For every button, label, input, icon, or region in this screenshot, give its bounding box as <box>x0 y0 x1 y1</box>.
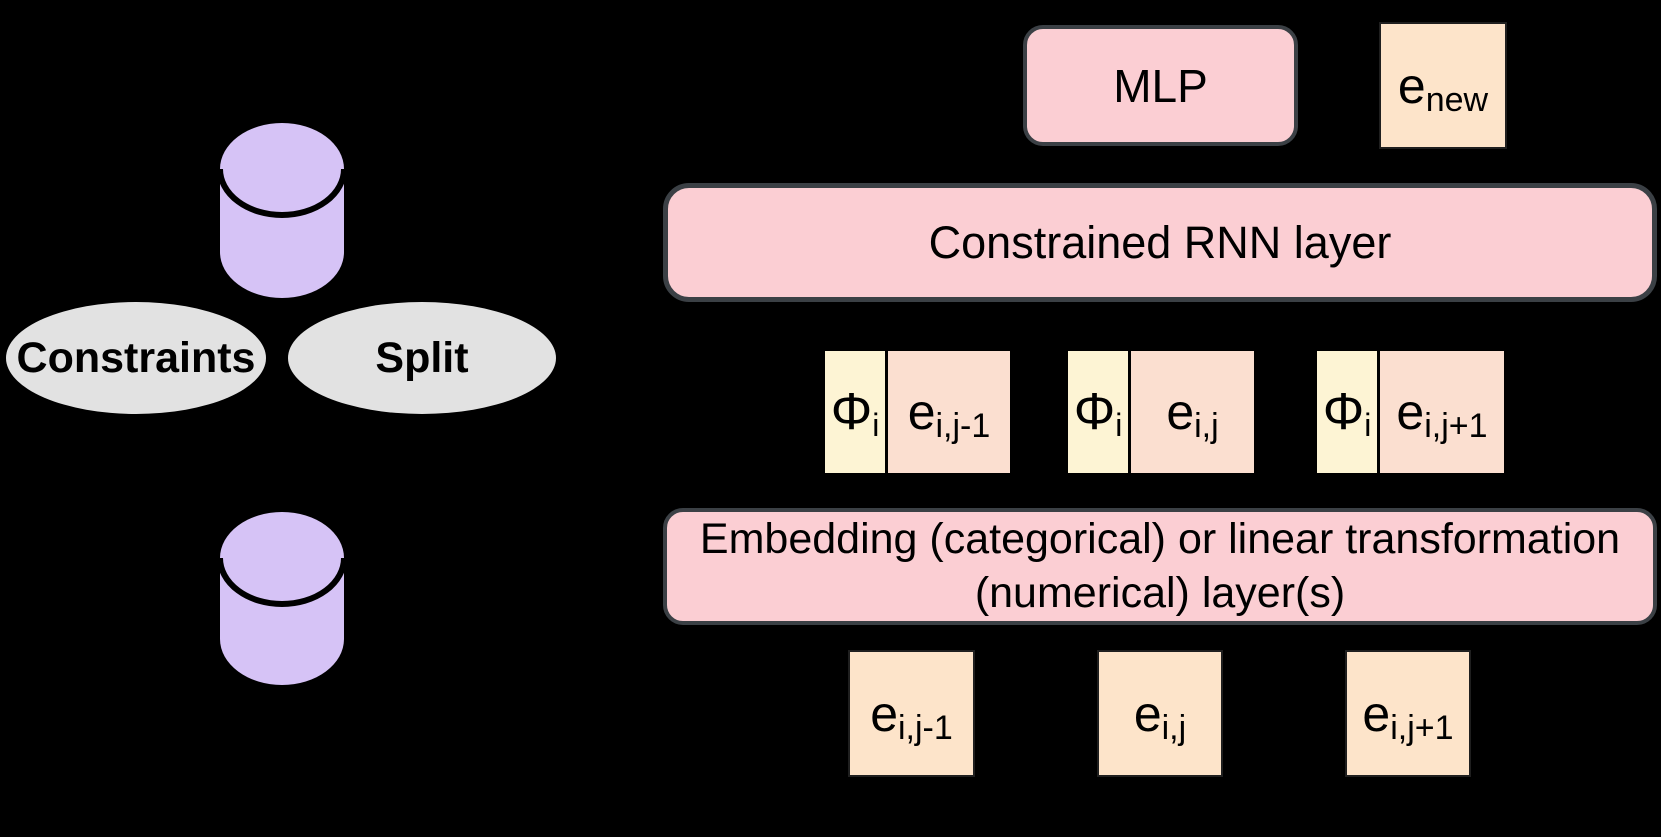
constraints-node: Constraints <box>6 302 266 414</box>
phi-base: Φ <box>830 383 873 441</box>
e-sub: i,j+1 <box>1390 708 1454 747</box>
phi-sub: i <box>1115 407 1123 443</box>
e-sub: i,j <box>1194 407 1219 445</box>
embedding-layer-label-line1: Embedding (categorical) or linear transf… <box>699 514 1621 563</box>
e-base: e <box>1396 384 1425 440</box>
constrained-rnn-layer-label: Constrained RNN layer <box>928 216 1392 268</box>
e-new-sub: new <box>1425 80 1489 119</box>
e-base: e <box>1166 384 1195 440</box>
phi-base: Φ <box>1073 383 1116 441</box>
embedding-layer-label-line2: (numerical) layer(s) <box>974 568 1346 617</box>
e-sub: i,j <box>1161 708 1187 747</box>
e-sub: i,j-1 <box>935 407 991 445</box>
split-node: Split <box>288 302 556 414</box>
e-sub: i,j-1 <box>898 708 953 747</box>
split-label: Split <box>375 333 469 382</box>
phi-base: Φ <box>1322 383 1365 441</box>
e-base: e <box>1362 685 1391 742</box>
phi-sub: i <box>1364 407 1372 443</box>
embedding-layer-block: Embedding (categorical) or linear transf… <box>663 508 1657 625</box>
database-cylinder-icon <box>220 123 344 298</box>
mlp-label: MLP <box>1113 59 1208 112</box>
e-base: e <box>870 685 898 742</box>
constraints-label: Constraints <box>16 333 256 382</box>
mlp-block: MLP <box>1023 25 1298 146</box>
e-sub: i,j+1 <box>1424 407 1488 445</box>
database-cylinder-icon <box>220 512 344 685</box>
constrained-rnn-layer-block: Constrained RNN layer <box>663 183 1657 302</box>
e-base: e <box>1133 685 1162 742</box>
phi-sub: i <box>872 407 880 443</box>
e-base: e <box>907 384 936 440</box>
e-new-base: e <box>1397 57 1426 114</box>
